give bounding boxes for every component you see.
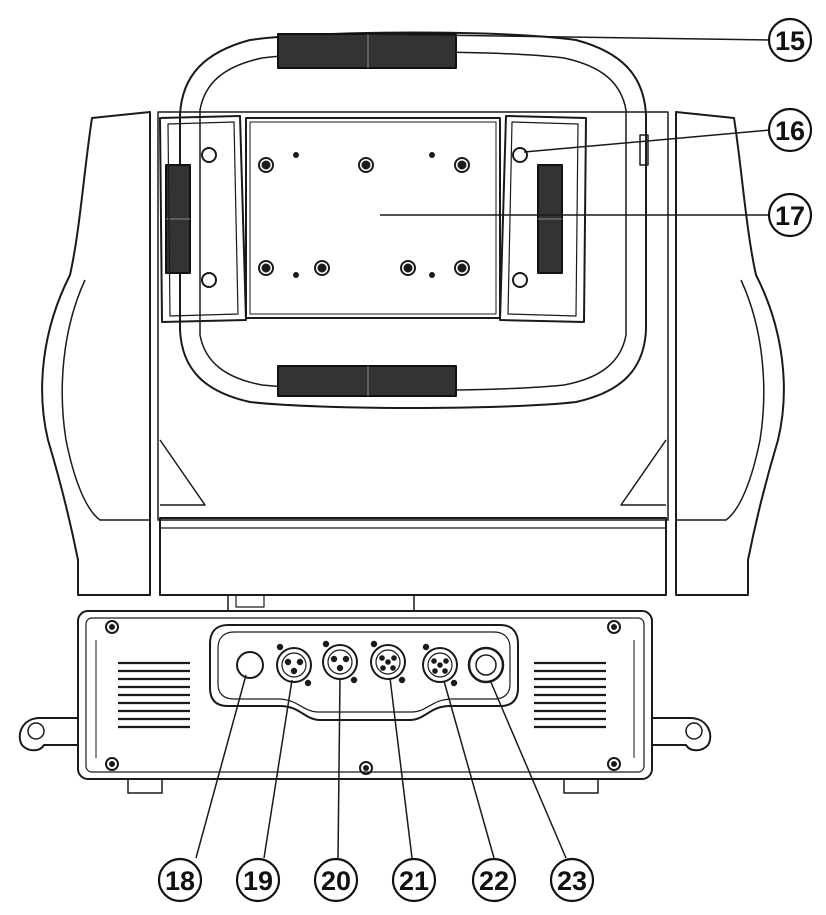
callout-17: 17	[767, 192, 813, 238]
callout-18-label: 18	[165, 866, 195, 896]
right-bracket	[499, 115, 587, 323]
callout-15: 15	[767, 17, 813, 63]
plate-fixings	[258, 152, 470, 278]
handle-grip-bottom	[277, 365, 457, 397]
fuse-holder	[236, 651, 264, 679]
callout-19: 19	[235, 857, 281, 903]
vent-grille-right	[534, 661, 606, 729]
yoke-bridge	[159, 517, 667, 596]
callout-15-label: 15	[775, 26, 805, 56]
xlr-connector-21	[370, 640, 406, 684]
callout-20-label: 20	[321, 866, 351, 896]
carry-handle	[179, 31, 647, 409]
yoke-right-arm-inner-contour	[676, 279, 765, 521]
callout-19-label: 19	[243, 866, 273, 896]
callout-17-label: 17	[775, 201, 805, 231]
callout-23-label: 23	[557, 866, 587, 896]
callout-16: 16	[767, 107, 813, 153]
mounting-plate	[245, 117, 501, 319]
yoke-right-arm	[675, 111, 785, 596]
connector-panel	[209, 624, 519, 721]
yoke-left-arm	[41, 111, 151, 596]
callout-21-label: 21	[399, 866, 429, 896]
callout-18: 18	[157, 857, 203, 903]
power-connector	[467, 646, 505, 684]
base-housing	[77, 610, 653, 780]
callout-22: 22	[471, 857, 517, 903]
vent-grille-left	[118, 661, 190, 729]
leader-lines	[195, 33, 771, 859]
bracket-hole-16	[512, 147, 528, 163]
head-body	[157, 111, 669, 521]
base-handle-right	[652, 717, 712, 752]
yoke-left-arm-inner-contour	[61, 279, 150, 521]
callout-16-label: 16	[775, 116, 805, 146]
xlr-connector-19	[276, 643, 312, 687]
callout-21: 21	[391, 857, 437, 903]
moving-head-unit	[41, 31, 785, 612]
callout-20: 20	[313, 857, 359, 903]
xlr-connector-22	[422, 643, 458, 687]
base-handle-left	[18, 717, 78, 752]
base-unit	[18, 610, 712, 794]
callout-22-label: 22	[479, 866, 509, 896]
callout-23: 23	[549, 857, 595, 903]
xlr-connector-20	[322, 640, 358, 684]
handle-grip-top	[277, 33, 457, 69]
left-bracket	[159, 115, 247, 323]
